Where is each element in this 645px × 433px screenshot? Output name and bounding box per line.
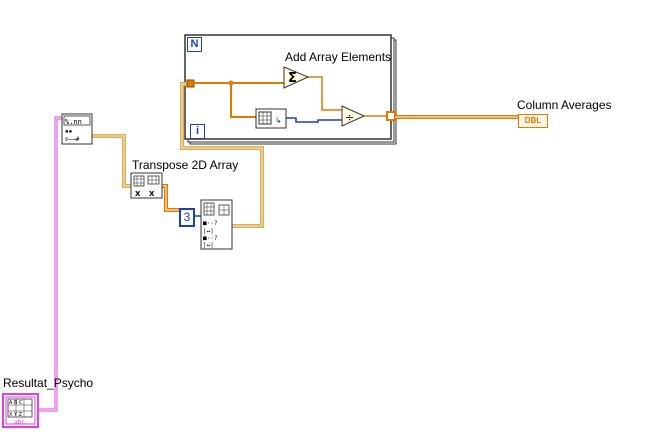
array-size-node[interactable]: ↳ — [255, 108, 287, 129]
resultat-psycho-label: Resultat_Psycho — [3, 376, 94, 390]
column-averages-indicator[interactable]: DBL — [518, 114, 548, 128]
for-loop-frame[interactable] — [184, 34, 392, 140]
svg-text:⊙–→#: ⊙–→# — [65, 136, 80, 143]
spreadsheet-string-to-array-node[interactable]: %.nn ▪▪ ⊙–→# — [61, 113, 93, 145]
array-wire-3-core — [181, 83, 263, 227]
array-wire-1-core — [92, 135, 131, 187]
svg-text:%.nn: %.nn — [65, 118, 82, 126]
svg-text:X: X — [135, 190, 141, 198]
sum-wire[interactable] — [306, 76, 343, 111]
array-wire-2-core — [162, 185, 179, 211]
numeric-constant[interactable]: 3 — [179, 208, 195, 227]
svg-text:abc: abc — [14, 419, 25, 426]
input-tunnel[interactable] — [186, 79, 195, 88]
svg-text:A B C: A B C — [9, 400, 23, 406]
add-array-elements-label: Add Array Elements — [285, 50, 392, 64]
divide-node[interactable]: ÷ — [341, 105, 366, 127]
transpose-node[interactable]: X X — [130, 172, 163, 199]
wire-junction — [228, 80, 234, 86]
svg-text:■··?: ■··? — [203, 220, 218, 227]
svg-text:|↔|: |↔| — [203, 228, 214, 235]
svg-text:■··?: ■··? — [203, 235, 218, 242]
array-wire-1[interactable] — [92, 134, 131, 188]
add-array-elements-node[interactable]: Σ — [283, 66, 310, 89]
row-wire-to-size[interactable] — [230, 83, 256, 118]
string-wire-core — [38, 117, 62, 411]
size-wire[interactable] — [286, 117, 343, 123]
resultat-psycho-terminal[interactable]: A B C X Y Z abc — [2, 393, 39, 428]
svg-text:↳: ↳ — [275, 116, 282, 125]
transpose-2d-array-label: Transpose 2D Array — [132, 158, 239, 172]
index-array-node[interactable]: ■··? |↔| ■··? |↔| — [200, 199, 233, 250]
svg-text:▪▪: ▪▪ — [65, 128, 72, 135]
svg-text:X: X — [149, 190, 155, 198]
column-averages-label: Column Averages — [517, 98, 612, 112]
svg-text:|↔|: |↔| — [203, 242, 214, 249]
svg-text:÷: ÷ — [345, 111, 354, 124]
output-tunnel[interactable] — [386, 111, 396, 121]
svg-text:X Y Z: X Y Z — [9, 412, 23, 418]
array-wire-2[interactable] — [162, 184, 179, 212]
svg-text:Σ: Σ — [288, 71, 297, 86]
loop-count-terminal[interactable]: N — [187, 37, 202, 52]
string-wire[interactable] — [38, 116, 62, 412]
loop-iteration-terminal: i — [190, 124, 205, 139]
